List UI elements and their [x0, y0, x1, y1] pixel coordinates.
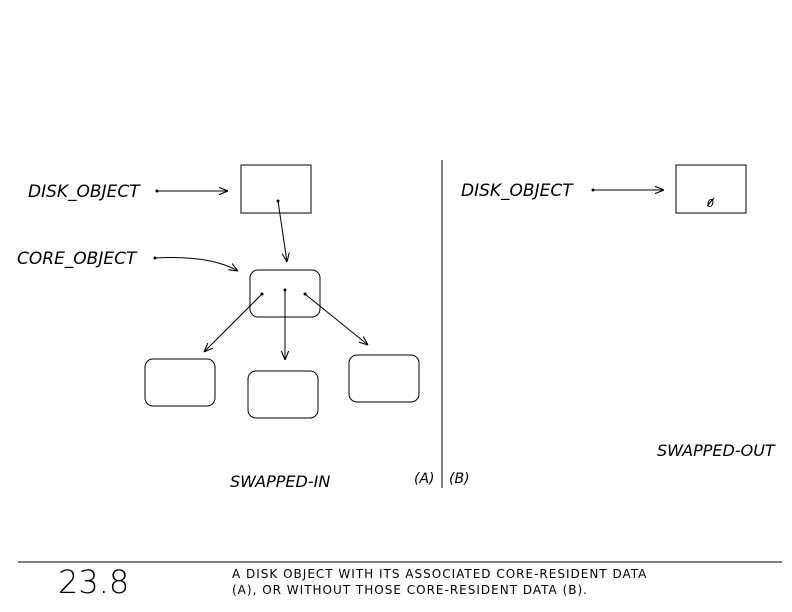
core-object-label: CORE_OBJECT: [17, 249, 138, 269]
swapped-out-caption: SWAPPED-OUT: [657, 441, 776, 460]
disk-object-box-left: [240, 164, 312, 214]
figure-number: 23.8: [58, 563, 129, 601]
null-pointer-value: 0: [707, 197, 714, 210]
null-slash-mark: [706, 197, 715, 207]
disk-object-label-right: DISK_OBJECT: [461, 181, 574, 201]
core-object-pointer: [154, 257, 238, 271]
core-to-data-pointer-1: [204, 293, 263, 352]
panel-tag-a: (A): [414, 471, 435, 487]
core-data-block-3: [348, 354, 420, 403]
disk-object-label-left: DISK_OBJECT: [28, 182, 141, 202]
pointer-origin-dot: [155, 189, 159, 193]
figure-caption-line-1: A DISK OBJECT WITH ITS ASSOCIATED CORE-R…: [232, 567, 647, 581]
disk-to-core-pointer: [277, 200, 287, 262]
swapped-in-caption: SWAPPED-IN: [230, 472, 330, 491]
figure-caption-line-2: (A), OR WITHOUT THOSE CORE-RESIDENT DATA…: [232, 583, 588, 597]
core-data-block-1: [144, 358, 216, 407]
panel-tag-b: (B): [449, 471, 470, 487]
core-to-data-pointer-3: [304, 293, 368, 345]
core-data-block-2: [247, 370, 319, 419]
disk-object-box-right: [675, 164, 747, 214]
